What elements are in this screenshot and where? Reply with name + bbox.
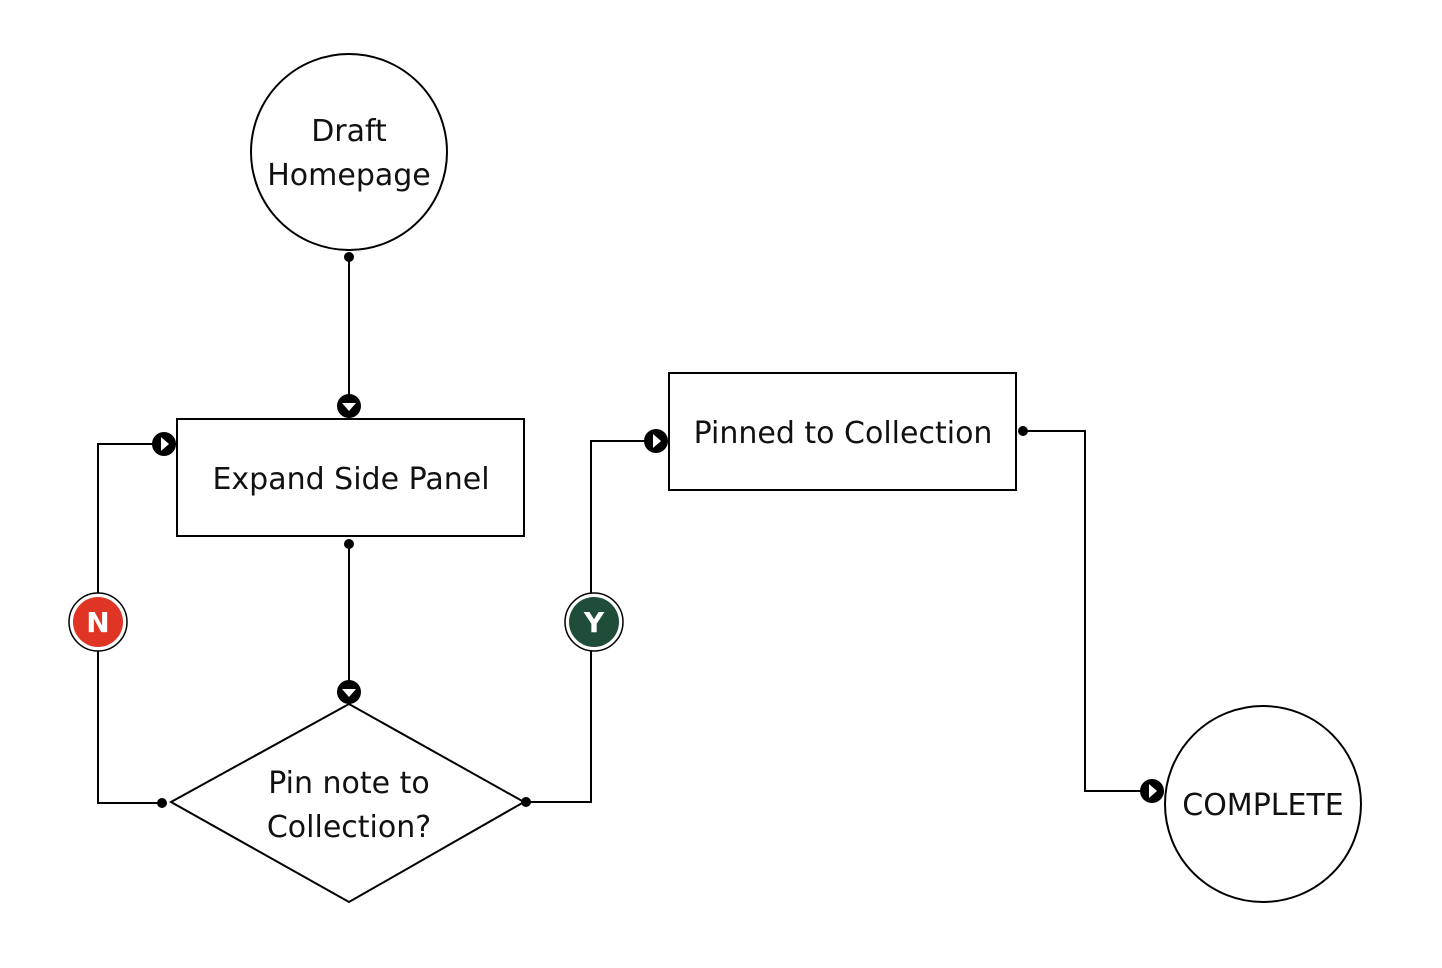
expand-loop-input-arrow-icon[interactable]	[152, 432, 176, 456]
expand-input-arrow-icon[interactable]	[337, 394, 361, 418]
edge-pinned-to-complete	[1023, 430, 1152, 792]
complete-input-arrow-icon[interactable]	[1140, 779, 1164, 803]
yes-branch-label: Y	[583, 606, 605, 639]
decision-input-arrow-icon[interactable]	[337, 680, 361, 704]
decision-label-line-1: Pin note to	[268, 766, 430, 801]
complete-node[interactable]: COMPLETE	[1164, 705, 1362, 903]
pinned-to-collection-node[interactable]: Pinned to Collection	[668, 372, 1017, 491]
yes-branch-badge[interactable]: Y	[564, 592, 624, 652]
decision-label-line-2: Collection?	[267, 810, 431, 845]
pinned-output-port[interactable]	[1018, 426, 1028, 436]
start-node-label-line-1: Draft	[311, 114, 387, 149]
no-branch-label: N	[86, 606, 109, 639]
decision-no-output-port[interactable]	[157, 798, 167, 808]
expand-side-panel-node[interactable]: Expand Side Panel	[176, 418, 525, 537]
no-branch-badge[interactable]: N	[68, 592, 128, 652]
decision-yes-output-port[interactable]	[521, 797, 531, 807]
start-node[interactable]: Draft Homepage	[250, 53, 448, 251]
no-branch-badge-fill	[73, 597, 123, 647]
expand-output-port[interactable]	[344, 539, 354, 549]
yes-branch-badge-fill	[569, 597, 619, 647]
start-output-port[interactable]	[344, 252, 354, 262]
pinned-to-collection-label: Pinned to Collection	[694, 416, 993, 451]
decision-node[interactable]: Pin note to Collection?	[168, 702, 527, 904]
expand-side-panel-label: Expand Side Panel	[212, 462, 489, 497]
complete-label: COMPLETE	[1182, 788, 1343, 823]
pinned-input-arrow-icon[interactable]	[644, 429, 668, 453]
start-node-label-line-2: Homepage	[267, 158, 431, 193]
